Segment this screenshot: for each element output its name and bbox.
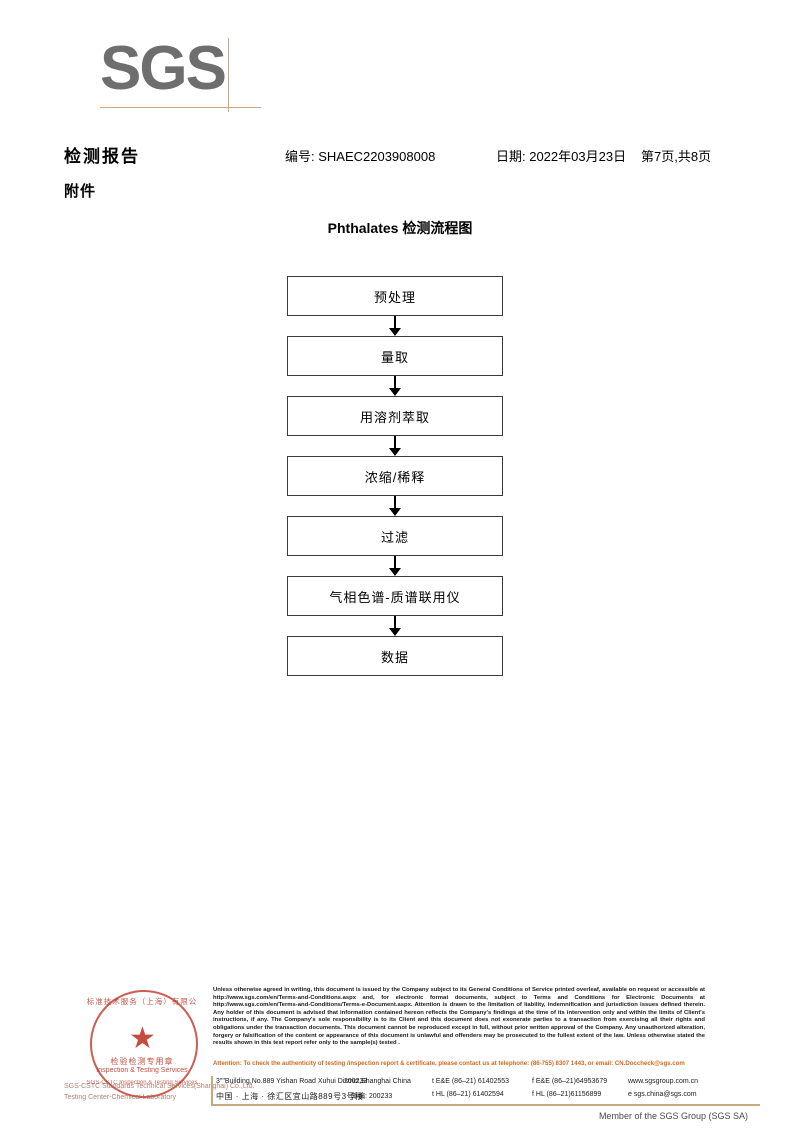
flow-node: 预处理 xyxy=(287,276,503,316)
address-email: e sgs.china@sgs.com xyxy=(628,1091,697,1098)
flow-arrow-down-icon xyxy=(287,436,503,456)
sgs-logo: SGS xyxy=(100,34,261,116)
footer-address-cn: 中国 · 上海 · 徐汇区宜山路889号3号楼 邮编: 200233 t HL … xyxy=(216,1090,760,1104)
flow-node: 气相色谱-质谱联用仪 xyxy=(287,576,503,616)
flowchart: 预处理 量取 用溶剂萃取 浓缩/稀释 过滤 气相色谱-质谱联用仪 数据 xyxy=(287,276,503,676)
report-date: 日期: 2022年03月23日 xyxy=(496,149,627,164)
stamp-circle-outline xyxy=(90,990,198,1098)
stamp-chinese-text: 检验检测专用章 xyxy=(110,1057,174,1066)
flow-node: 用溶剂萃取 xyxy=(287,396,503,436)
stamp-english-text: Inspection & Testing Services xyxy=(96,1067,188,1074)
footer-horizontal-rule xyxy=(211,1104,760,1106)
footer-attention-text: Attention: To check the authenticity of … xyxy=(213,1060,685,1067)
address-fax-ee: f E&E (86–21)64953679 xyxy=(532,1078,608,1085)
flow-arrow-down-icon xyxy=(287,316,503,336)
sgs-logo-text: SGS xyxy=(100,34,227,103)
address-tel-hl: t HL (86–21) 61402594 xyxy=(432,1091,504,1098)
address-street-en: 3""Building,No.889 Yishan Road Xuhui Dis… xyxy=(216,1078,411,1085)
flow-node: 浓缩/稀释 xyxy=(287,456,503,496)
flow-node: 过滤 xyxy=(287,516,503,556)
logo-horizontal-rule xyxy=(100,107,261,108)
address-website: www.sgsgroup.com.cn xyxy=(628,1078,699,1085)
report-header: 检测报告 编号: SHAEC2203908008 日期: 2022年03月23日… xyxy=(64,142,764,168)
stamp-arc-top-text: 标准技术服务（上海）有限公 xyxy=(86,997,198,1006)
flow-arrow-down-icon xyxy=(287,496,503,516)
stamp-overlay-company-line: SGS-CSTC Standards Technical Services(Sh… xyxy=(64,1083,255,1090)
stamp-overlay-lab-line: Testing Center-Chemical Laboratory xyxy=(64,1094,177,1101)
address-zip-en: 200233 xyxy=(344,1078,368,1085)
address-tel-ee: t E&E (86–21) 61402553 xyxy=(432,1078,510,1085)
flow-arrow-down-icon xyxy=(287,616,503,636)
footer-legal-text: Unless otherwise agreed in writing, this… xyxy=(213,987,705,1047)
footer-vertical-rule xyxy=(211,1076,213,1106)
attachment-label: 附件 xyxy=(64,183,97,200)
report-number: 编号: SHAEC2203908008 xyxy=(285,149,436,164)
member-of-sgs-group: Member of the SGS Group (SGS SA) xyxy=(598,1111,748,1121)
address-fax-hl: f HL (86–21)61156899 xyxy=(532,1091,602,1098)
flow-arrow-down-icon xyxy=(287,556,503,576)
stamp-arc-bottom-text: SGS-CSTC Inspection & Testing Services xyxy=(86,1080,198,1086)
address-street-cn: 中国 · 上海 · 徐汇区宜山路889号3号楼 xyxy=(216,1092,364,1101)
flow-arrow-down-icon xyxy=(287,376,503,396)
flow-node: 数据 xyxy=(287,636,503,676)
flowchart-title: Phthalates 检测流程图 xyxy=(327,220,473,236)
star-icon: ★ xyxy=(129,1022,156,1055)
page-title: 检测报告 xyxy=(64,147,140,166)
logo-vertical-rule xyxy=(228,38,229,112)
footer-address-en: 3""Building,No.889 Yishan Road Xuhui Dis… xyxy=(216,1077,760,1091)
flow-node: 量取 xyxy=(287,336,503,376)
address-zip-cn: 邮编: 200233 xyxy=(351,1093,393,1100)
page-indicator: 第7页,共8页 xyxy=(641,149,712,164)
official-stamp: 标准技术服务（上海）有限公 ★ 检验检测专用章 Inspection & Tes… xyxy=(64,988,255,1108)
